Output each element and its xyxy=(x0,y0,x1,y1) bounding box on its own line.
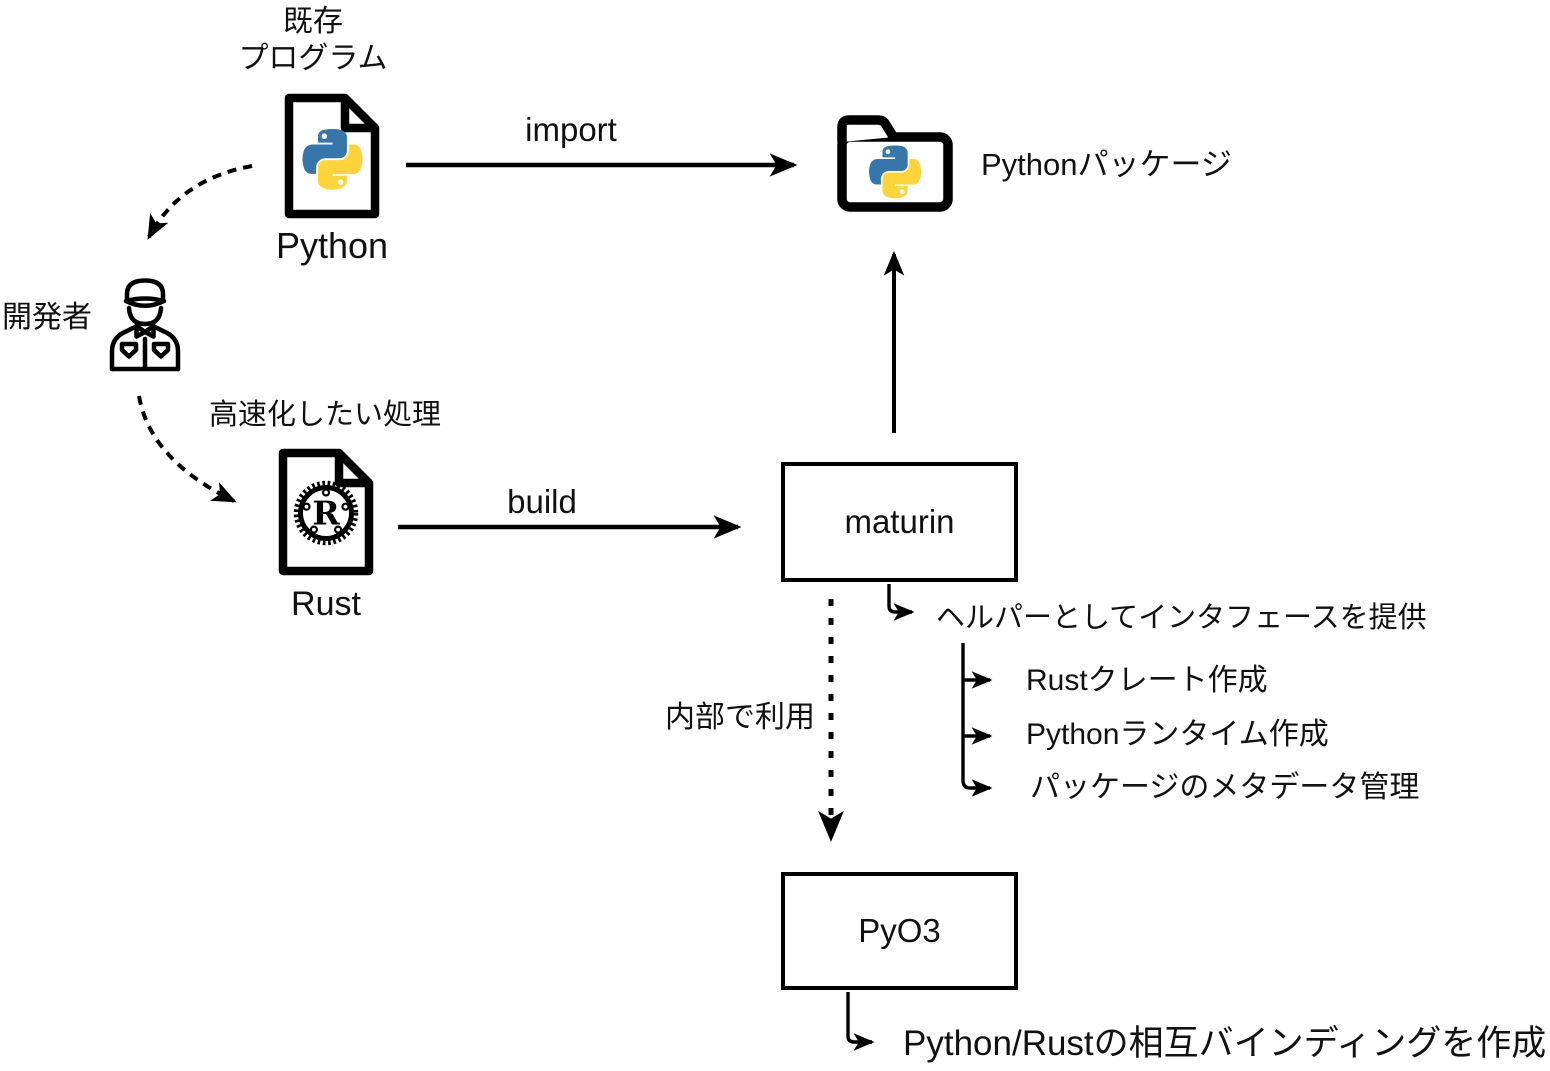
import-edge-label: import xyxy=(525,111,617,148)
pyo3-box-label: PyO3 xyxy=(858,912,941,949)
arrow-developer-to-rust xyxy=(137,395,237,503)
maturin-box: maturin xyxy=(781,462,1018,582)
rust-file-icon: R xyxy=(278,448,374,576)
python-file-label: Python xyxy=(275,225,389,266)
developer-icon xyxy=(109,278,181,372)
pyo3-note-connector xyxy=(846,992,875,1051)
rust-file-caption: 高速化したい処理 xyxy=(208,399,441,431)
rust-file-label: Rust xyxy=(291,585,361,623)
maturin-provides-note: ヘルパーとしてインタフェースを提供 xyxy=(936,602,1427,634)
maturin-box-label: maturin xyxy=(844,503,955,540)
pyo3-function-note: Python/Rustの相互バインディングを作成 xyxy=(903,1024,1547,1063)
maturin-feature-item-2: Pythonランタイム作成 xyxy=(1026,718,1329,751)
maturin-feature-item-1: Rustクレート作成 xyxy=(1026,664,1268,697)
existing-program-caption: 既存 プログラム xyxy=(193,4,433,77)
existing-program-caption-line2: プログラム xyxy=(238,41,388,75)
developer-label: 開発者 xyxy=(2,301,92,334)
pyo3-box: PyO3 xyxy=(781,872,1018,990)
python-file-icon xyxy=(284,93,380,219)
build-edge-label: build xyxy=(507,483,577,520)
rust-gear-logo: R xyxy=(293,480,359,546)
feature-branch-trunk xyxy=(961,643,993,797)
existing-program-caption-line1: 既存 xyxy=(283,5,343,38)
maturin-feature-item-3: パッケージのメタデータ管理 xyxy=(1030,771,1420,804)
internal-use-edge-label: 内部で利用 xyxy=(665,701,815,734)
arrow-python-to-developer xyxy=(147,164,253,240)
maturin-note-connector xyxy=(887,584,915,621)
python-package-label: Pythonパッケージ xyxy=(981,147,1232,182)
python-package-folder-icon xyxy=(837,115,953,212)
svg-text:R: R xyxy=(312,494,340,533)
